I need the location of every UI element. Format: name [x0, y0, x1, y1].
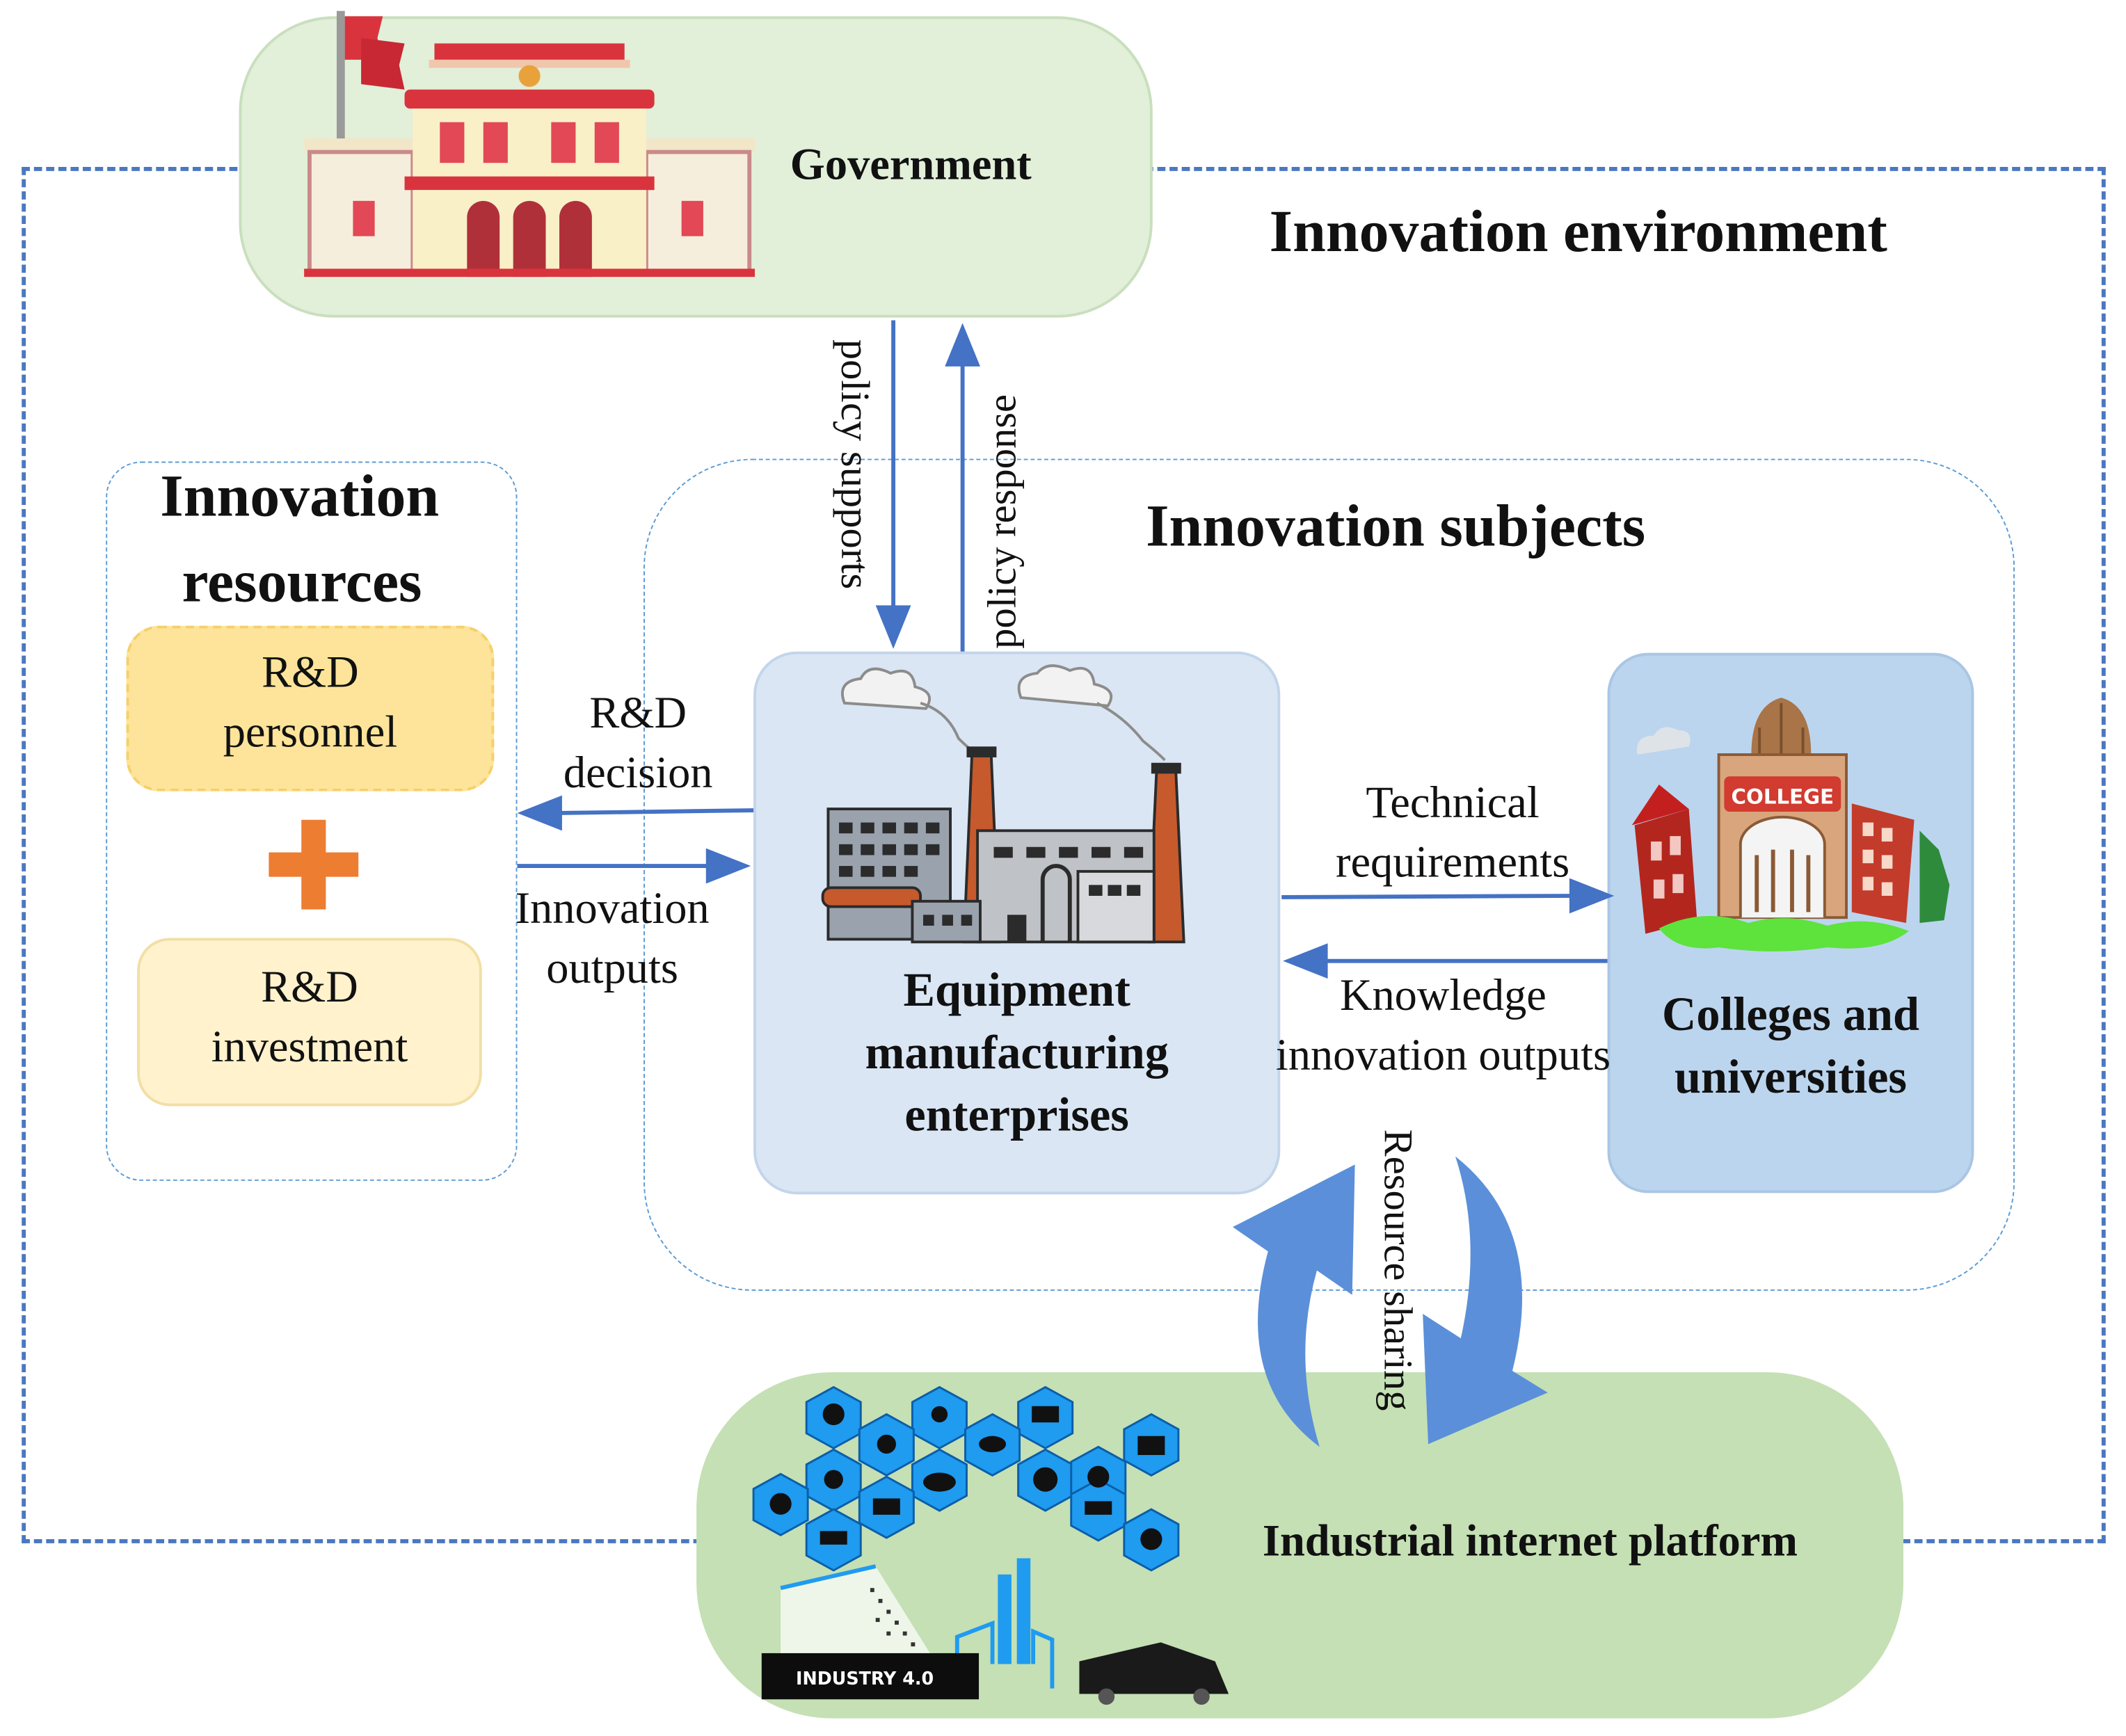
colleges-label-line2: universities — [1675, 1050, 1907, 1104]
innovation-environment-title: Innovation environment — [1269, 198, 1887, 265]
innovation-resources-title-line1: Innovation — [160, 463, 440, 530]
technical-requirements-label-line2: requirements — [1336, 839, 1570, 888]
rd-investment-label-line2: investment — [211, 1023, 408, 1072]
innovation-outputs-label-line2: outputs — [546, 945, 678, 994]
rd-investment-box — [137, 938, 482, 1107]
college-icon: COLLEGE — [1631, 698, 1950, 952]
resource-sharing-label: Resource sharing — [1375, 1129, 1421, 1411]
policy-response-label: policy response — [980, 394, 1025, 649]
innovation-subjects-title: Innovation subjects — [1146, 492, 1646, 560]
industry-skyline-icon: INDUSTRY 4.0 — [761, 1558, 1229, 1705]
rd-investment-label-line1: R&D — [261, 963, 358, 1013]
government-label: Government — [790, 140, 1032, 191]
colleges-label-line1: Colleges and — [1662, 988, 1920, 1041]
innovation-resources-title-line2: resources — [182, 548, 422, 616]
plus-icon — [269, 819, 359, 910]
college-sign-text: COLLEGE — [1731, 785, 1834, 808]
rd-personnel-label-line2: personnel — [223, 708, 398, 757]
enterprise-label-line3: enterprises — [904, 1088, 1129, 1142]
platform-label: Industrial internet platform — [1262, 1517, 1798, 1567]
enterprise-label-line1: Equipment — [903, 963, 1130, 1017]
rd-decision-label-line2: decision — [563, 749, 713, 798]
enterprise-label-line2: manufacturing — [865, 1026, 1169, 1079]
industry-sign-text: INDUSTRY 4.0 — [796, 1668, 934, 1689]
factory-icon — [821, 664, 1185, 944]
rd-personnel-box — [126, 625, 495, 791]
policy-supports-label: policy supports — [832, 339, 877, 590]
technical-requirements-label-line1: Technical — [1366, 779, 1540, 828]
government-building-icon — [304, 10, 756, 278]
knowledge-outputs-label-line2: innovation outputs — [1275, 1031, 1611, 1081]
knowledge-outputs-label-line1: Knowledge — [1339, 972, 1546, 1021]
innovation-outputs-label-line1: Innovation — [515, 885, 710, 934]
innovation-resources-frame — [106, 461, 518, 1181]
platform-hexagon-icons — [752, 1385, 1180, 1572]
rd-personnel-label-line1: R&D — [262, 648, 359, 698]
rd-decision-label-line1: R&D — [589, 689, 687, 739]
